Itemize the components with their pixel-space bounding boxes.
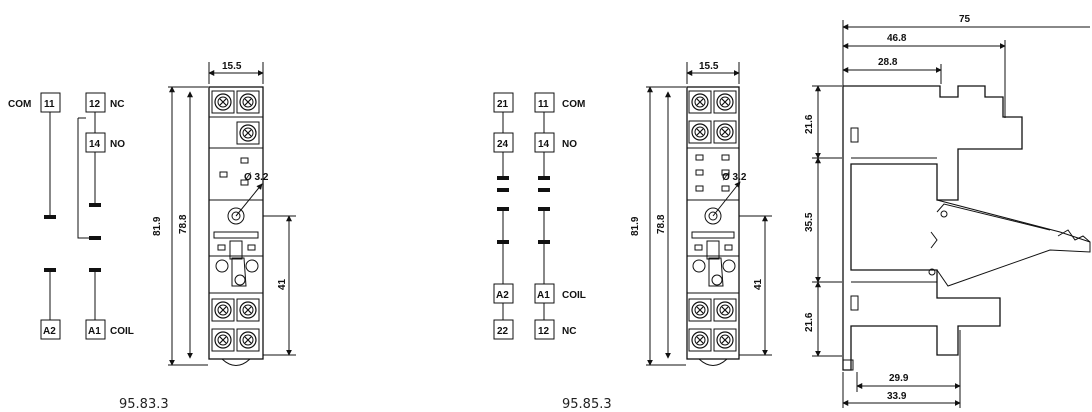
socket-front-view-2: 15.5 81.9 78.8 Ø 3.2 xyxy=(630,61,772,366)
socket-side-view: 75 46.8 28.8 21.6 35.5 21.6 xyxy=(804,14,1091,408)
nc-label: NC xyxy=(110,99,124,110)
com-label: COM xyxy=(8,99,31,110)
terminal-21: 21 xyxy=(497,99,509,110)
socket-front-view-1: 15.5 81.9 78.8 Ø 3.2 xyxy=(152,61,296,366)
terminal-a1: A1 xyxy=(537,290,550,301)
terminal-11: 11 xyxy=(538,99,549,110)
width-dimension: 15.5 xyxy=(222,61,242,72)
dimension-29-9: 29.9 xyxy=(889,373,909,384)
terminal-24: 24 xyxy=(497,139,509,150)
terminal-a2: A2 xyxy=(43,326,56,337)
dimension-46-8: 46.8 xyxy=(887,33,907,44)
hole-pitch-dimension: 41 xyxy=(753,278,764,290)
model-caption-1: 95.83.3 xyxy=(119,397,169,412)
total-height-dimension: 81.9 xyxy=(152,216,163,236)
terminal-14: 14 xyxy=(538,139,550,150)
hole-diameter: Ø 3.2 xyxy=(722,172,747,183)
wiring-diagram-1: COM 11 A2 12 NC 14 NO A1 COIL xyxy=(8,92,134,340)
coil-label: COIL xyxy=(562,290,586,301)
terminal-a2: A2 xyxy=(496,290,509,301)
dimension-33-9: 33.9 xyxy=(887,391,907,402)
dimension-75: 75 xyxy=(959,14,971,25)
coil-label: COIL xyxy=(110,326,134,337)
dimension-21-6-top: 21.6 xyxy=(804,114,815,134)
dimension-35-5: 35.5 xyxy=(804,212,815,232)
hole-diameter: Ø 3.2 xyxy=(244,172,269,183)
inner-height-dimension: 78.8 xyxy=(178,214,189,234)
terminal-a1-box xyxy=(85,319,106,340)
no-label: NO xyxy=(562,139,577,150)
terminal-12: 12 xyxy=(89,99,101,110)
dimension-21-6-bottom: 21.6 xyxy=(804,312,815,332)
terminal-11: 11 xyxy=(44,99,55,110)
terminal-22: 22 xyxy=(497,326,509,337)
total-height-dimension: 81.9 xyxy=(630,216,641,236)
terminal-a2-box xyxy=(40,319,61,340)
no-label: NO xyxy=(110,139,125,150)
dimension-28-8: 28.8 xyxy=(878,57,898,68)
inner-height-dimension: 78.8 xyxy=(656,214,667,234)
wiring-diagram-2: 21 11 COM 24 14 NO A2 A1 COIL 22 12 xyxy=(493,92,586,340)
hole-pitch-dimension: 41 xyxy=(277,278,288,290)
nc-label: NC xyxy=(562,326,576,337)
terminal-a1: A1 xyxy=(88,326,101,337)
terminal-14: 14 xyxy=(89,139,101,150)
com-label: COM xyxy=(562,99,585,110)
model-caption-2: 95.85.3 xyxy=(562,397,612,412)
terminal-12: 12 xyxy=(538,326,550,337)
width-dimension: 15.5 xyxy=(699,61,719,72)
